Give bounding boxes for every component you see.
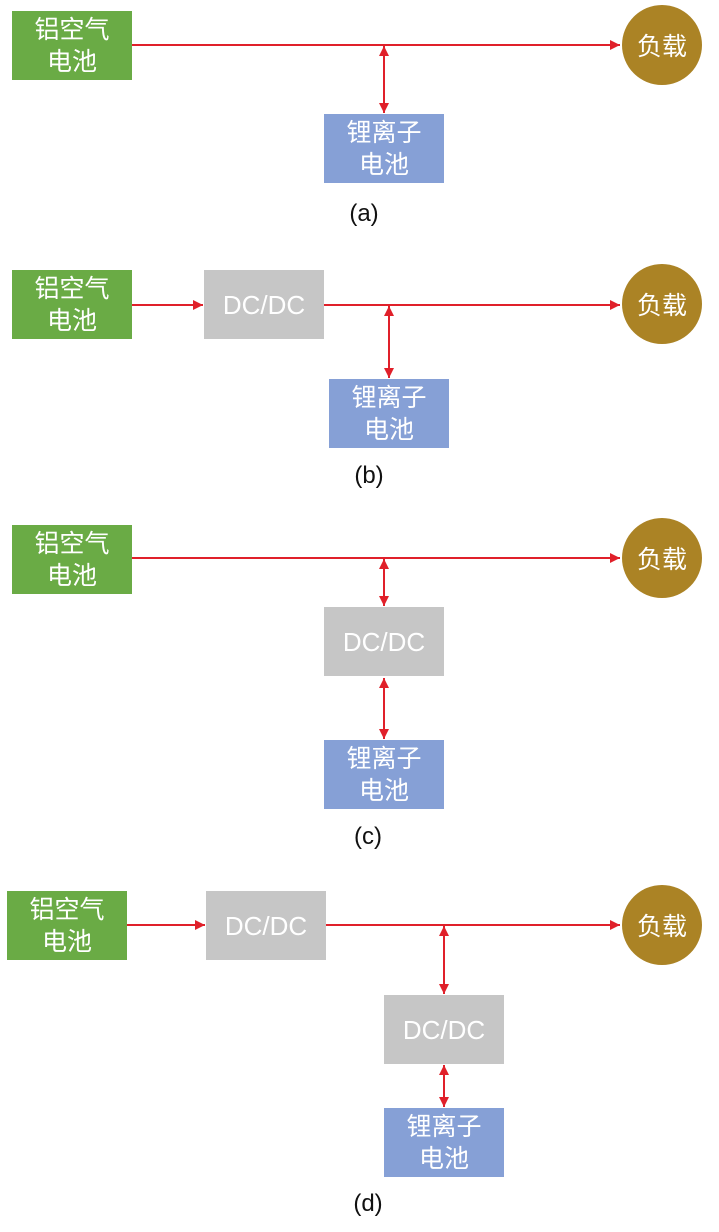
label: 电池 bbox=[46, 560, 97, 590]
li-ion-battery-c: 锂离子电池 bbox=[324, 740, 444, 809]
al-air-battery-b: 铝空气电池 bbox=[12, 270, 132, 339]
label: 铝空气 bbox=[34, 528, 110, 558]
caption-c: (c) bbox=[354, 823, 382, 850]
dcdc-c: DC/DC bbox=[324, 607, 444, 676]
label: 负载 bbox=[636, 291, 687, 320]
label: 负载 bbox=[636, 912, 687, 941]
al-air-battery-c: 铝空气电池 bbox=[12, 525, 132, 594]
li-ion-battery-b: 锂离子电池 bbox=[329, 379, 449, 448]
label: 电池 bbox=[418, 1143, 469, 1173]
load-b: 负载 bbox=[622, 264, 702, 344]
label: 电池 bbox=[363, 414, 414, 444]
label: 锂离子 bbox=[406, 1111, 482, 1141]
label: 铝空气 bbox=[34, 14, 110, 44]
li-ion-battery-d: 锂离子电池 bbox=[384, 1108, 504, 1177]
li-ion-battery-a: 锂离子电池 bbox=[324, 114, 444, 183]
label: 锂离子 bbox=[346, 117, 422, 147]
label: DC/DC bbox=[402, 1014, 486, 1045]
label: 电池 bbox=[46, 305, 97, 335]
load-d: 负载 bbox=[622, 885, 702, 965]
label: 电池 bbox=[358, 775, 409, 805]
label: 电池 bbox=[46, 46, 97, 76]
label: 电池 bbox=[358, 149, 409, 179]
al-air-battery-a: 铝空气电池 bbox=[12, 11, 132, 80]
label: 电池 bbox=[41, 926, 92, 956]
label: 锂离子 bbox=[351, 382, 427, 412]
dcdc-d-2: DC/DC bbox=[384, 995, 504, 1064]
label: DC/DC bbox=[222, 289, 306, 320]
dcdc-b: DC/DC bbox=[204, 270, 324, 339]
caption-b: (b) bbox=[354, 462, 384, 489]
label: 铝空气 bbox=[34, 273, 110, 303]
label: 锂离子 bbox=[346, 743, 422, 773]
load-a: 负载 bbox=[622, 5, 702, 85]
caption-d: (d) bbox=[353, 1190, 383, 1217]
load-c: 负载 bbox=[622, 518, 702, 598]
al-air-battery-d: 铝空气电池 bbox=[7, 891, 127, 960]
label: 负载 bbox=[636, 545, 687, 574]
label: 铝空气 bbox=[29, 894, 105, 924]
caption-a: (a) bbox=[349, 200, 379, 227]
label: 负载 bbox=[636, 32, 687, 61]
label: DC/DC bbox=[224, 910, 308, 941]
dcdc-d-1: DC/DC bbox=[206, 891, 326, 960]
label: DC/DC bbox=[342, 626, 426, 657]
